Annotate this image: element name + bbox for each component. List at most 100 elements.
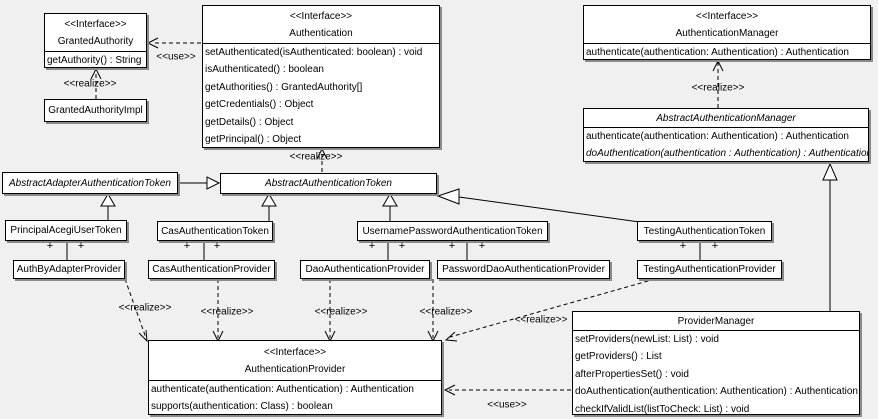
realize-testing-provider-to-authentication-provider [444,278,656,342]
method: getAuthorities() : GrantedAuthority[] [205,81,363,93]
class-name: AbstractAuthenticationToken [265,178,392,189]
association-plus: + [213,240,221,252]
class-password-dao-authentication-provider[interactable]: PasswordDaoAuthenticationProvider [437,260,610,279]
methods-compartment: setProviders(newList: List) : void getPr… [573,330,859,415]
method: setAuthenticated(isAuthenticated: boolea… [205,47,423,58]
method: authenticate(authentication: Authenticat… [586,47,849,58]
association-plus: + [448,240,456,252]
class-granted-authority[interactable]: <<Interface>> GrantedAuthority getAuthor… [44,13,147,68]
class-provider-manager[interactable]: ProviderManager setProviders(newList: Li… [572,311,860,415]
class-name: AbstractAdapterAuthenticationToken [9,177,171,189]
generalization-adapter-token-to-abstract-token [178,176,221,190]
class-name: PasswordDaoAuthenticationProvider [442,264,605,275]
class-authentication-manager[interactable]: <<Interface>> AuthenticationManager auth… [583,5,871,60]
class-granted-authority-impl[interactable]: GrantedAuthorityImpl [44,99,147,122]
class-cas-authentication-provider[interactable]: CasAuthenticationProvider [148,260,275,279]
class-abstract-authentication-token[interactable]: AbstractAuthenticationToken [220,173,437,194]
association-plus: + [77,240,85,252]
class-name: CasAuthenticationProvider [152,264,271,275]
method: authenticate(authentication: Authenticat… [151,384,414,395]
generalization-cas-token-to-abstract-token [261,193,277,221]
method: isAuthenticated() : boolean [205,64,324,76]
class-name: GrantedAuthority [57,35,134,47]
class-title: <<Interface>> AuthenticationProvider [149,341,441,380]
class-testing-authentication-token[interactable]: TestingAuthenticationToken [637,221,772,241]
class-cas-authentication-token[interactable]: CasAuthenticationToken [157,221,273,241]
class-name: AbstractAuthenticationManager [656,112,796,124]
class-name: AuthenticationProvider [244,363,346,375]
methods-compartment: setAuthenticated(isAuthenticated: boolea… [203,43,439,147]
association-plus: + [478,240,486,252]
association-plus: + [711,240,719,252]
class-abstract-authentication-manager[interactable]: AbstractAuthenticationManager authentica… [583,108,869,162]
class-name: UsernamePasswordAuthenticationToken [362,225,543,237]
class-auth-by-adapter-provider[interactable]: AuthByAdapterProvider [13,260,125,279]
class-principal-acegi-user-token[interactable]: PrincipalAcegiUserToken [5,220,127,241]
generalization-provider-manager-to-abstract-manager [822,162,838,311]
class-title: AbstractAuthenticationManager [584,109,868,127]
realize-label: <<realize>> [419,306,473,318]
method: setProviders(newList: List) : void [575,334,719,345]
realize-label: <<realize>> [63,78,117,90]
class-dao-authentication-provider[interactable]: DaoAuthenticationProvider [300,260,430,279]
class-abstract-adapter-authentication-token[interactable]: AbstractAdapterAuthenticationToken [2,172,178,194]
association-plus: + [183,240,191,252]
class-name: Authentication [289,27,353,39]
method: getDetails() : Object [205,116,294,128]
class-name: AuthByAdapterProvider [16,264,122,275]
realize-label: <<realize>> [314,306,368,318]
method: getPrincipal() : Object [205,133,302,145]
method: doAuthentication(authentication : Authen… [586,148,868,160]
association-plus: + [398,240,406,252]
association-plus: + [679,240,687,252]
method: supports(authentication: Class) : boolea… [151,401,333,413]
methods-compartment: getAuthority() : String [45,51,146,67]
class-title: ProviderManager [573,312,859,330]
realize-label: <<realize>> [691,82,745,94]
class-name: DaoAuthenticationProvider [305,264,425,275]
method: getProviders() : List [575,351,662,363]
class-testing-authentication-provider[interactable]: TestingAuthenticationProvider [637,260,782,279]
generalization-principal-token-to-adapter-token [100,193,116,221]
class-name: CasAuthenticationToken [161,225,269,237]
association-plus: + [46,240,54,252]
use-label: <<use>> [487,399,527,411]
realize-authbyadapter-to-authentication-provider [124,278,148,343]
class-title: <<Interface>> Authentication [203,6,439,43]
generalization-userpass-token-to-abstract-token [382,193,398,221]
methods-compartment: authenticate(authentication: Authenticat… [584,43,870,59]
class-name: GrantedAuthorityImpl [48,105,143,116]
stereotype: <<Interface>> [695,10,759,22]
realize-label: <<realize>> [118,302,172,314]
use-provider-manager-to-authentication-provider [443,384,571,396]
class-name: AuthenticationManager [675,27,779,39]
realize-label: <<realize>> [289,151,343,163]
stereotype: <<Interface>> [263,346,327,358]
stereotype: <<Interface>> [289,10,353,22]
class-name: TestingAuthenticationToken [643,225,766,237]
class-title: <<Interface>> AuthenticationManager [584,6,870,43]
use-authentication-to-grantedauthority [146,37,201,49]
realize-label: <<realize>> [514,314,568,326]
class-title: <<Interface>> GrantedAuthority [45,14,146,51]
class-authentication-provider[interactable]: <<Interface>> AuthenticationProvider aut… [148,340,442,415]
association-plus: + [368,240,376,252]
method: doAuthentication(authentication: Authent… [575,386,858,398]
class-authentication[interactable]: <<Interface>> Authentication setAuthenti… [202,5,440,148]
realize-abstract-token-to-authentication [316,147,328,172]
realize-label: <<realize>> [200,306,254,318]
class-name: ProviderManager [677,315,755,327]
method: getCredentials() : Object [205,99,314,111]
generalization-testing-token-to-abstract-token [436,188,641,223]
realize-abstract-manager-to-authentication-manager [712,59,724,108]
methods-compartment: authenticate(authentication: Authenticat… [584,127,868,161]
method: checkIfValidList(listToCheck: List) : vo… [575,403,750,415]
method: authenticate(authentication: Authenticat… [586,131,849,142]
class-username-password-authentication-token[interactable]: UsernamePasswordAuthenticationToken [357,221,548,241]
class-name: TestingAuthenticationProvider [643,264,776,275]
realize-grantedauthorityimpl-to-grantedauthority [90,67,102,99]
method: getAuthority() : String [47,55,142,66]
methods-compartment: authenticate(authentication: Authenticat… [149,380,441,414]
